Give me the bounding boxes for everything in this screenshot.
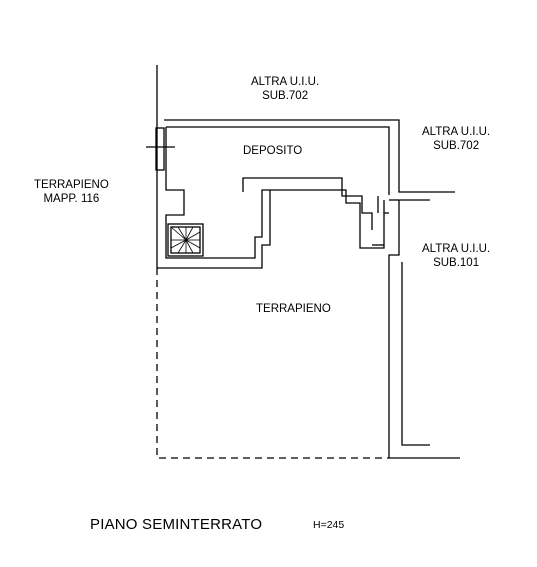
- label-west-terrapieno: TERRAPIENO MAPP. 116: [34, 179, 109, 206]
- label-east-upper-unit: ALTRA U.I.U. SUB.702: [422, 126, 491, 153]
- wall-marker-box: [155, 127, 165, 171]
- staircase-outer: [167, 223, 204, 257]
- label-north-unit: ALTRA U.I.U. SUB.702: [251, 76, 320, 103]
- east-wall-lower-inner: [401, 262, 430, 446]
- label-terrapieno: TERRAPIENO: [256, 303, 331, 315]
- plan-height: H=245: [313, 519, 345, 531]
- deposito-outer-wall: [164, 119, 455, 193]
- deposito-bottom-wall: [157, 190, 271, 269]
- deposito-interior-step: [242, 177, 373, 230]
- label-deposito: DEPOSITO: [243, 145, 303, 157]
- terrapieno-dashed-boundary: [156, 268, 389, 459]
- deposito-inner-wall: [166, 126, 390, 195]
- staircase-steps: [170, 226, 201, 254]
- east-wall-lower-outer: [388, 200, 460, 459]
- deposito-interior-outline: [165, 127, 389, 259]
- plan-title: PIANO SEMINTERRATO: [90, 516, 263, 533]
- label-east-lower-unit: ALTRA U.I.U. SUB.101: [422, 243, 491, 270]
